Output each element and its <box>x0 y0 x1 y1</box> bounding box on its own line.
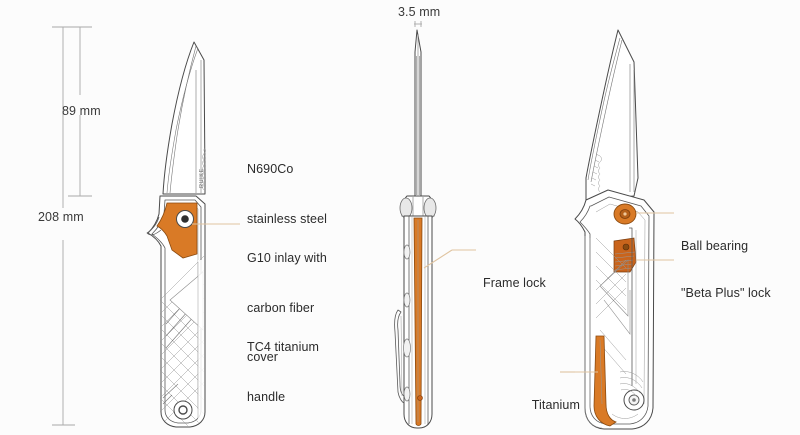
butt-screw-center <box>632 398 636 402</box>
callout-frame-lock: Frame lock <box>483 242 546 325</box>
beta-plus-lock-ribs <box>614 251 636 271</box>
leader-lines <box>192 212 674 373</box>
jimping-left <box>202 147 206 191</box>
callout-g10-inlay-line-1: G10 inlay with <box>247 251 327 265</box>
knife-side-view: RUIKE <box>146 41 206 428</box>
callout-handle-material-line-1: TC4 titanium <box>247 340 320 354</box>
callout-g10-inlay-line-3: cover <box>247 350 279 364</box>
callout-titanium-backspacer: Titanium backspacer <box>505 364 580 435</box>
callout-handle-material-line-2: handle <box>247 389 286 404</box>
clip-screw <box>417 395 423 401</box>
pivot-boss-left <box>399 197 413 219</box>
body-screw-1 <box>403 244 411 260</box>
callout-ball-bearing: Ball bearing <box>681 205 748 288</box>
callout-blade-steel-line-1: N690Co <box>247 162 294 176</box>
dimension-label-blade-length: 89 mm <box>62 104 101 118</box>
callout-frame-lock-line-1: Frame lock <box>483 276 546 290</box>
dimension-lines <box>52 26 92 426</box>
beta-plus-lock-block <box>613 237 637 273</box>
callout-titanium-backspacer-line-1: Titanium <box>531 398 580 412</box>
titanium-backspacer-strip <box>593 335 617 427</box>
butt-ribs <box>619 371 644 398</box>
knife-edge-view <box>394 21 437 429</box>
thickness-arrow <box>414 21 422 27</box>
body-screw-3 <box>403 338 411 358</box>
callout-ball-bearing-line-1: Ball bearing <box>681 239 749 253</box>
callout-beta-plus-lock-line-1: "Beta Plus" lock <box>681 286 771 300</box>
callout-g10-inlay: G10 inlay with carbon fiber cover <box>247 217 327 399</box>
callout-blade-steel-line-2: stainless steel <box>247 211 328 226</box>
ball-bearing-center <box>623 212 627 216</box>
callout-blade-steel: N690Co stainless steel <box>247 128 327 260</box>
blade-brand-mark: RUIKE <box>199 168 205 188</box>
callout-beta-plus-lock: "Beta Plus" lock <box>681 252 771 335</box>
callout-handle-material: TC4 titanium handle <box>247 306 319 435</box>
leader-frame-lock <box>423 249 453 269</box>
handle-texture-pattern <box>159 239 204 427</box>
body-screw-4 <box>403 386 411 402</box>
dimension-label-overall-length: 208 mm <box>38 210 84 224</box>
dimension-label-blade-thickness: 3.5 mm <box>398 5 441 19</box>
body-screw-2 <box>403 292 411 308</box>
jimping-right <box>590 153 602 193</box>
pivot-boss-right <box>423 197 437 219</box>
pivot-screw-inner <box>181 215 189 223</box>
lanyard-hole-inner <box>178 405 188 415</box>
knife-lock-side-view <box>574 29 655 430</box>
callout-g10-inlay-line-2: carbon fiber <box>247 300 315 315</box>
lock-detent <box>622 243 630 251</box>
